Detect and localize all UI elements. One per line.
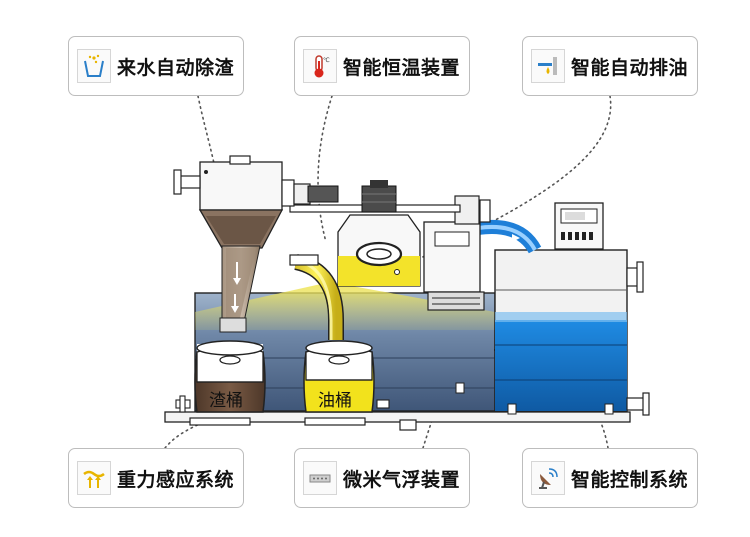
thermometer-icon: ℃: [303, 49, 337, 83]
blue-duct: [477, 220, 542, 254]
callout-gravity-label: 重力感应系统: [117, 468, 235, 491]
callout-auto-oil-label: 智能自动排油: [571, 56, 689, 79]
callout-thermostat: ℃ 智能恒温装置: [294, 36, 470, 96]
callout-auto-slag-label: 来水自动除渣: [117, 56, 235, 79]
callout-microbubble: 微米气浮装置: [294, 448, 470, 508]
oil-barrel-label: 油桶: [318, 391, 352, 411]
cup-sparkle-icon: [77, 49, 111, 83]
gravity-arrows-icon: [77, 461, 111, 495]
drain-valves: [175, 395, 390, 413]
base-frame: [164, 411, 631, 431]
control-box: [554, 202, 604, 250]
oil-chamber: [337, 180, 421, 287]
oil-pipe: [289, 254, 344, 340]
callout-auto-slag: 来水自动除渣: [68, 36, 244, 96]
slag-barrel-label: 渣桶: [209, 391, 243, 411]
clean-water-tank: [494, 249, 650, 416]
satellite-dish-icon: [531, 461, 565, 495]
callout-auto-oil: 智能自动排油: [522, 36, 698, 96]
callout-control: 智能控制系统: [522, 448, 698, 508]
callout-microbubble-label: 微米气浮装置: [343, 468, 461, 491]
oil-barrel: [303, 340, 375, 413]
slag-separator: [173, 155, 339, 249]
callout-thermostat-label: 智能恒温装置: [343, 56, 461, 79]
oil-drop-icon: [531, 49, 565, 83]
slag-chute: [219, 245, 261, 333]
slag-barrel: [194, 340, 266, 413]
callout-gravity: 重力感应系统: [68, 448, 244, 508]
thermometer-unit: ℃: [323, 57, 330, 64]
bubble-plate-icon: [303, 461, 337, 495]
callout-control-label: 智能控制系统: [571, 468, 689, 491]
